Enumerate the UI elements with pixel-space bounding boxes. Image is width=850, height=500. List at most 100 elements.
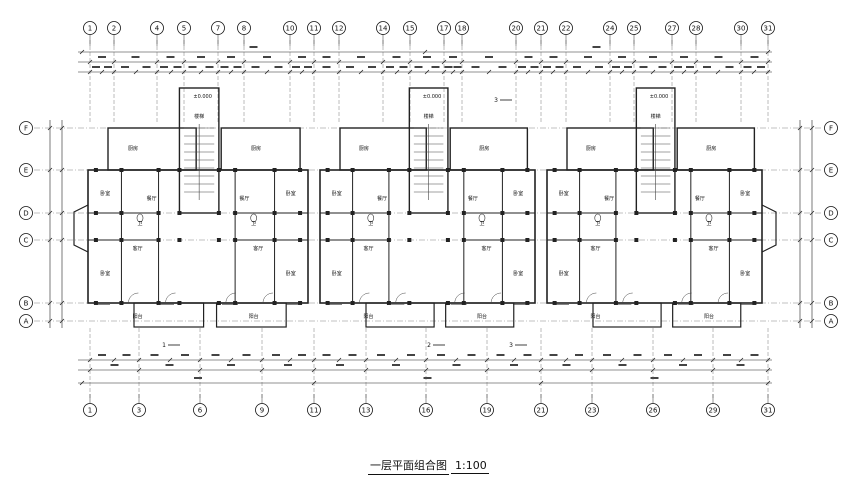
north-room-wall [449,127,529,171]
dimension-text-mark [205,66,214,68]
dimension-text-mark [249,46,258,48]
dimension-tick [287,357,293,363]
dimension-text-mark [181,354,189,356]
room-label: 客厅 [253,245,263,252]
structural-column [272,211,277,215]
dimension-text-mark [562,364,571,366]
dimension-text-mark [227,364,235,366]
dimension-text-mark [142,66,151,68]
axis-bubble-top-21-label: 21 [537,25,546,33]
dimension-text-mark [649,56,657,58]
dimension-text-mark [723,354,731,356]
structural-column [752,238,757,242]
dimension-text-mark [618,364,627,366]
room-label: 楼梯 [424,113,434,120]
axis-bubble-left-B-circle [19,296,33,310]
dimension-tick [619,357,625,363]
structural-column [350,168,355,172]
bay-window-west [73,204,89,253]
axis-bubble-bottom-31-label: 31 [764,407,773,415]
dimension-text-mark [575,354,583,356]
dimension-text-mark [322,56,331,58]
axis-bubble-right-A-label: A [829,318,834,326]
dimension-tick [453,357,459,363]
dimension-tick [797,210,803,216]
structural-column [119,168,124,172]
structural-column [119,238,124,242]
dimension-text-mark [284,364,292,366]
toilet-fixture [594,213,602,223]
structural-column [672,211,677,215]
dimension-text-mark [188,66,197,68]
toilet-fixture [136,213,144,223]
axis-bubble-right-F-label: F [829,125,833,133]
dimension-text-mark [392,364,400,366]
room-label: 厨房 [251,145,261,152]
stair-core-wall [635,87,676,214]
axis-bubble-top-24-label: 24 [606,25,615,33]
elevation-mark: ±0.000 [650,94,669,100]
axis-bubble-left-A-circle [19,314,33,328]
dimension-text-mark [166,56,175,58]
structural-column [233,211,238,215]
dimension-tick [681,69,687,75]
section-mark-label: 3 [509,342,513,349]
dimension-text-mark [98,354,106,356]
structural-column [577,301,582,305]
structural-column [727,211,732,215]
room-label: 客厅 [482,245,492,252]
axis-bubble-top-24-circle [603,21,617,35]
door-swing [681,292,692,304]
room-label: 阳台 [477,313,487,320]
axis-bubble-bottom-9-label: 9 [260,407,264,415]
elevation-mark: ±0.000 [193,94,212,100]
structural-column [577,168,582,172]
axis-bubble-right-E-label: E [829,167,833,175]
dimension-tick [167,357,173,363]
dimension-text-mark [603,354,611,356]
axis-bubble-right-D-circle [824,206,838,220]
dimension-tick [511,357,517,363]
dimension-text-mark [386,66,394,68]
axis-bubble-bottom-21-label: 21 [537,407,546,415]
axis-bubble-top-8-circle [237,21,251,35]
dimension-tick [563,357,569,363]
axis-bubble-top-31-label: 31 [764,25,773,33]
dimension-tick [797,237,803,243]
structural-column [634,211,639,215]
toilet-fixture [478,213,486,223]
structural-column [445,168,450,172]
room-label: 厨房 [359,145,369,152]
structural-column [350,238,355,242]
bay-window-east [761,204,777,253]
axis-bubble-top-20-label: 20 [512,25,521,33]
axis-bubble-top-17-label: 17 [440,25,449,33]
structural-column [325,211,330,215]
balcony-wall [215,302,287,328]
north-room-wall [339,127,427,171]
dimension-tick [424,69,430,75]
structural-column [119,301,124,305]
dimension-text-mark [407,354,415,356]
structural-column [93,211,98,215]
structural-column [177,238,182,242]
room-label: 卧室 [100,190,110,197]
dimension-tick [797,300,803,306]
structural-column [613,168,618,172]
room-label: 卧室 [513,190,523,197]
structural-column [177,211,182,215]
room-label: 厨房 [586,145,596,152]
dimension-text-mark [233,66,242,68]
section-mark-label: 1 [162,342,166,349]
axis-bubble-top-8-label: 8 [242,25,246,33]
axis-bubble-bottom-19-label: 19 [483,407,492,415]
plan-details [94,99,756,346]
structural-column [216,211,221,215]
axis-bubble-right-F-circle [824,121,838,135]
toilet-fixture [250,213,257,223]
room-label: 阳台 [249,313,259,320]
section-mark-label: 3 [494,97,498,104]
axis-bubble-bottom-31-circle [761,403,775,417]
structural-column [177,301,182,305]
door-swing [717,292,729,304]
